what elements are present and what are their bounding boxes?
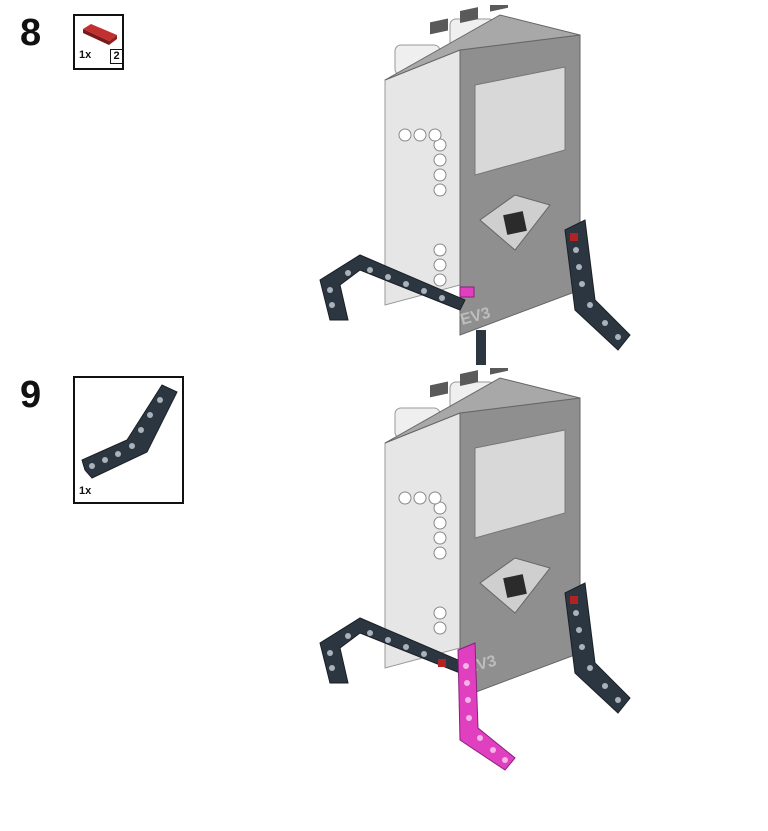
- bent-beam-icon: [81, 384, 178, 479]
- step-9-parts-callout: 1x: [73, 376, 184, 504]
- step-8-number: 8: [20, 12, 42, 54]
- step-8-part-length-badge: 2: [110, 49, 123, 64]
- step-8-parts-callout: 1x 2: [73, 14, 124, 70]
- step-8-part-quantity: 1x: [79, 49, 92, 61]
- new-bent-beam-highlight: [457, 642, 516, 771]
- step-9-number: 9: [20, 374, 42, 416]
- step-9-model-illustration: EV3: [319, 368, 631, 771]
- step-8-model-illustration: EV3: [319, 5, 631, 365]
- step-9-part-quantity: 1x: [79, 485, 92, 497]
- red-axle-pin-icon: [83, 24, 117, 45]
